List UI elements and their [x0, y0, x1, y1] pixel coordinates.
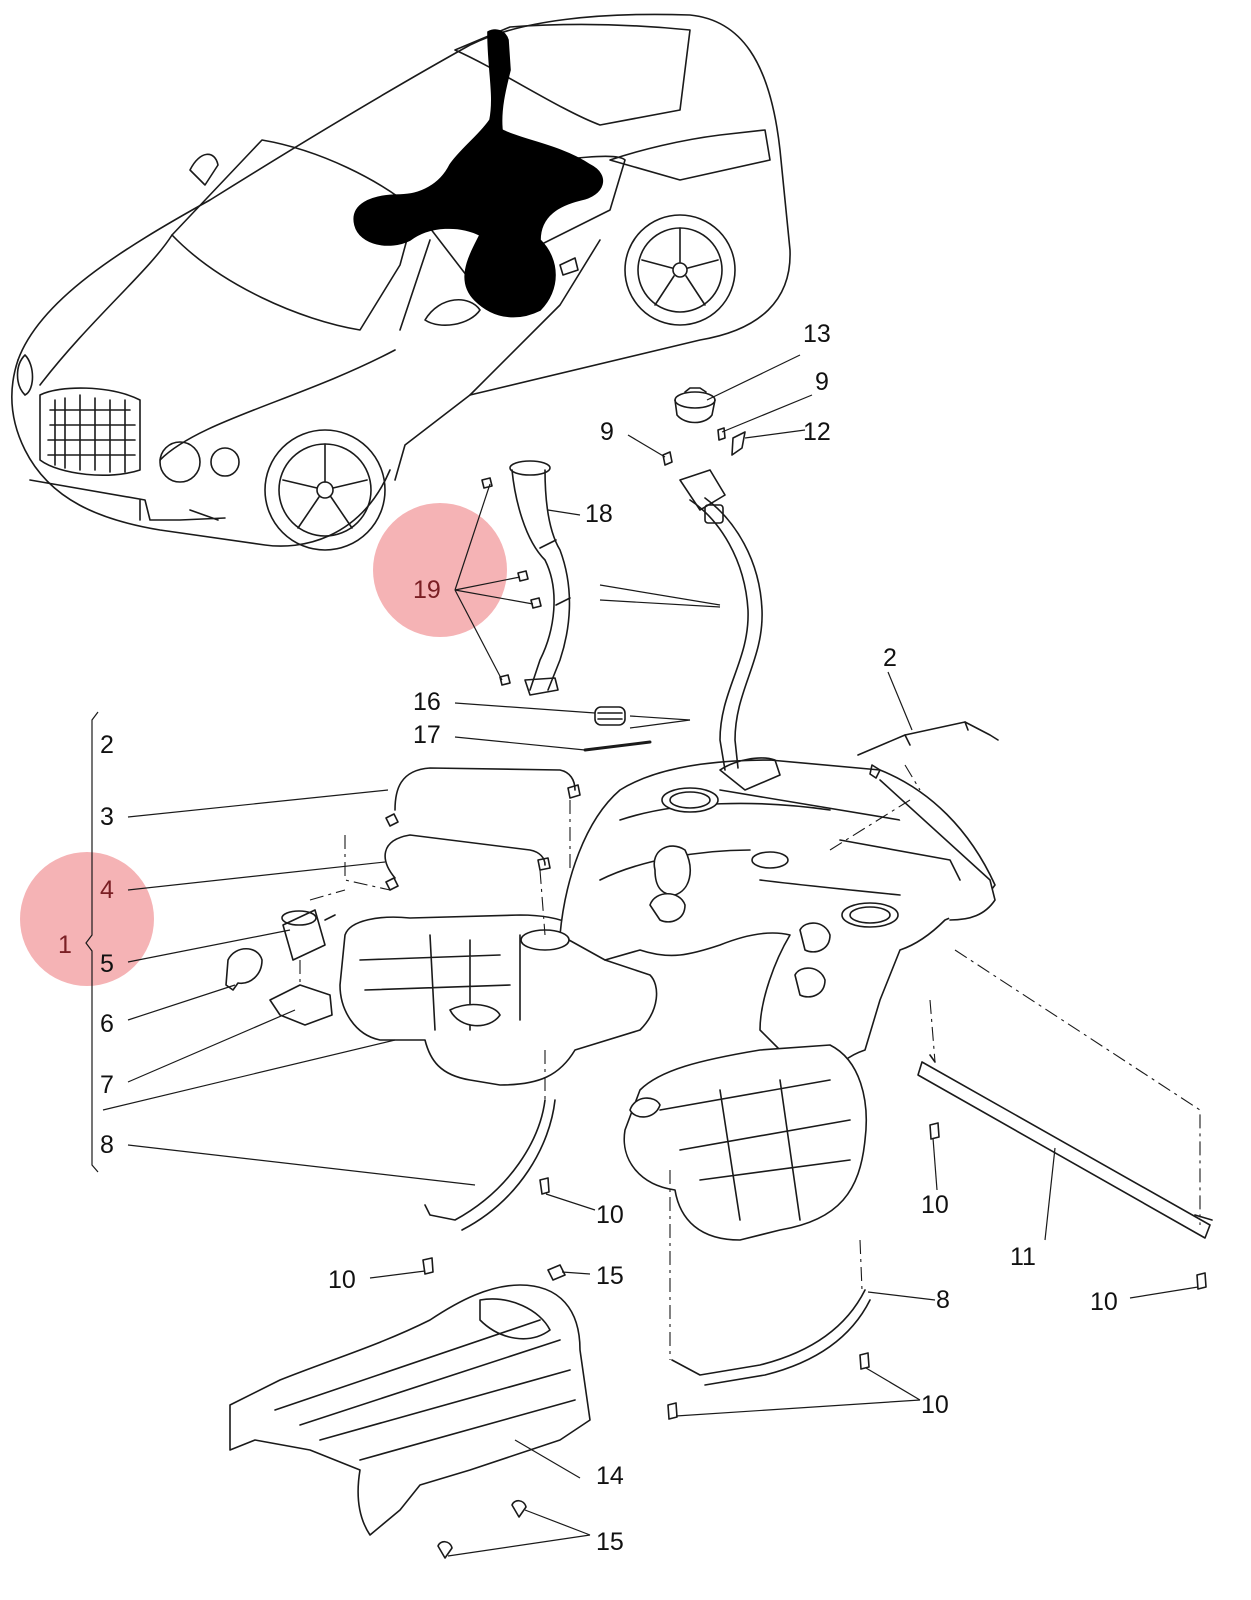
filler-cap-13 [674, 387, 716, 424]
highlight-circle-1-4 [20, 852, 154, 986]
car-fuel-system-silhouette [353, 29, 604, 318]
callout-8-right: 8 [936, 1286, 950, 1314]
fuel-line-3 [385, 767, 581, 827]
callout-15-a: 15 [596, 1262, 624, 1290]
callout-10-b: 10 [921, 1191, 949, 1219]
callout-17: 17 [413, 721, 441, 749]
callout-10-c: 10 [328, 1266, 356, 1294]
grommet-16 [594, 706, 626, 726]
callout-2-left: 2 [100, 731, 114, 759]
clip-9-right [717, 427, 726, 441]
callout-7: 7 [100, 1071, 114, 1099]
callout-13: 13 [803, 320, 831, 348]
callout-10-a: 10 [596, 1201, 624, 1229]
callout-16: 16 [413, 688, 441, 716]
strap-8-left [424, 1099, 556, 1231]
callout-3: 3 [100, 803, 114, 831]
callout-19: 19 [413, 576, 441, 604]
callout-18: 18 [585, 500, 613, 528]
strap-8-right [671, 1289, 871, 1386]
bracket-7 [269, 984, 333, 1026]
clip-15-bottom-right [511, 1499, 527, 1518]
fuel-filter-5 [281, 909, 336, 961]
callout-11: 11 [1010, 1243, 1036, 1271]
callout-9-right: 9 [815, 368, 829, 396]
vent-pipe-18 [509, 460, 571, 696]
highlight-circle-19 [373, 503, 507, 637]
callout-14: 14 [596, 1462, 624, 1490]
callout-1: 1 [58, 931, 72, 959]
callout-10-d: 10 [1090, 1288, 1118, 1316]
crossmember-11 [917, 1054, 1213, 1239]
callout-8-left: 8 [100, 1131, 114, 1159]
callout-15-b: 15 [596, 1528, 624, 1556]
clip-9-left [662, 451, 673, 466]
fuel-line-2-right [857, 721, 999, 779]
callout-2-right: 2 [883, 644, 897, 672]
callout-5: 5 [100, 950, 114, 978]
bolts-10 [422, 1122, 1207, 1420]
car-outline-illustration [11, 13, 791, 551]
clip-15-top [547, 1264, 566, 1281]
callout-9-left: 9 [600, 418, 614, 446]
rod-17 [583, 740, 652, 752]
bolts-19 [481, 477, 542, 686]
heat-shield-14 [229, 1284, 591, 1536]
fuel-line-4 [384, 834, 551, 891]
callout-10-e: 10 [921, 1391, 949, 1419]
fuel-tank-assembly [339, 759, 996, 1241]
clip-15-bottom-left [437, 1540, 453, 1559]
clamp-6 [225, 947, 263, 991]
callout-12: 12 [803, 418, 831, 446]
filler-neck-pipe [679, 469, 781, 791]
callout-4: 4 [100, 876, 114, 904]
bracket-12 [731, 431, 746, 456]
callout-6: 6 [100, 1010, 114, 1038]
